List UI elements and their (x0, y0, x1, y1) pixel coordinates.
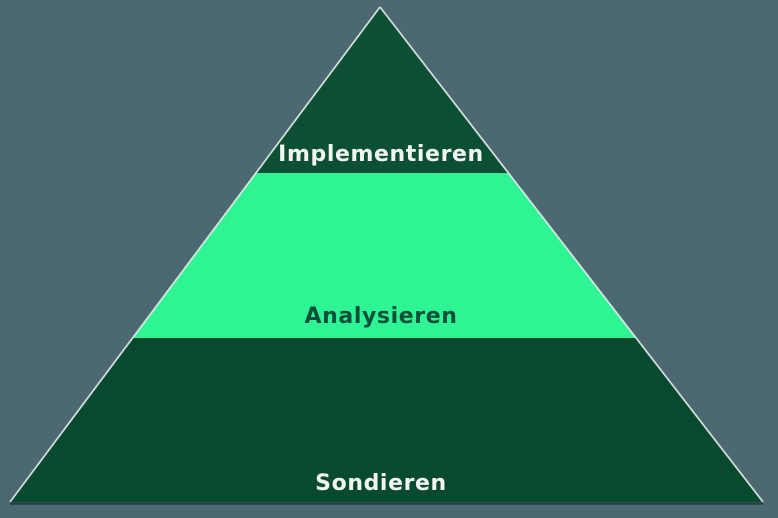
tier-label-analysieren: Analysieren (304, 304, 457, 329)
pyramid-right-edge-highlight (379, 6, 764, 503)
pyramid-tier-middle (133, 173, 636, 338)
tier-label-sondieren: Sondieren (315, 471, 447, 496)
pyramid-tier-top (256, 7, 508, 173)
pyramid-tier-bottom (10, 338, 763, 502)
tier-label-implementieren: Implementieren (278, 142, 484, 167)
pyramid-left-edge-highlight (9, 6, 381, 503)
